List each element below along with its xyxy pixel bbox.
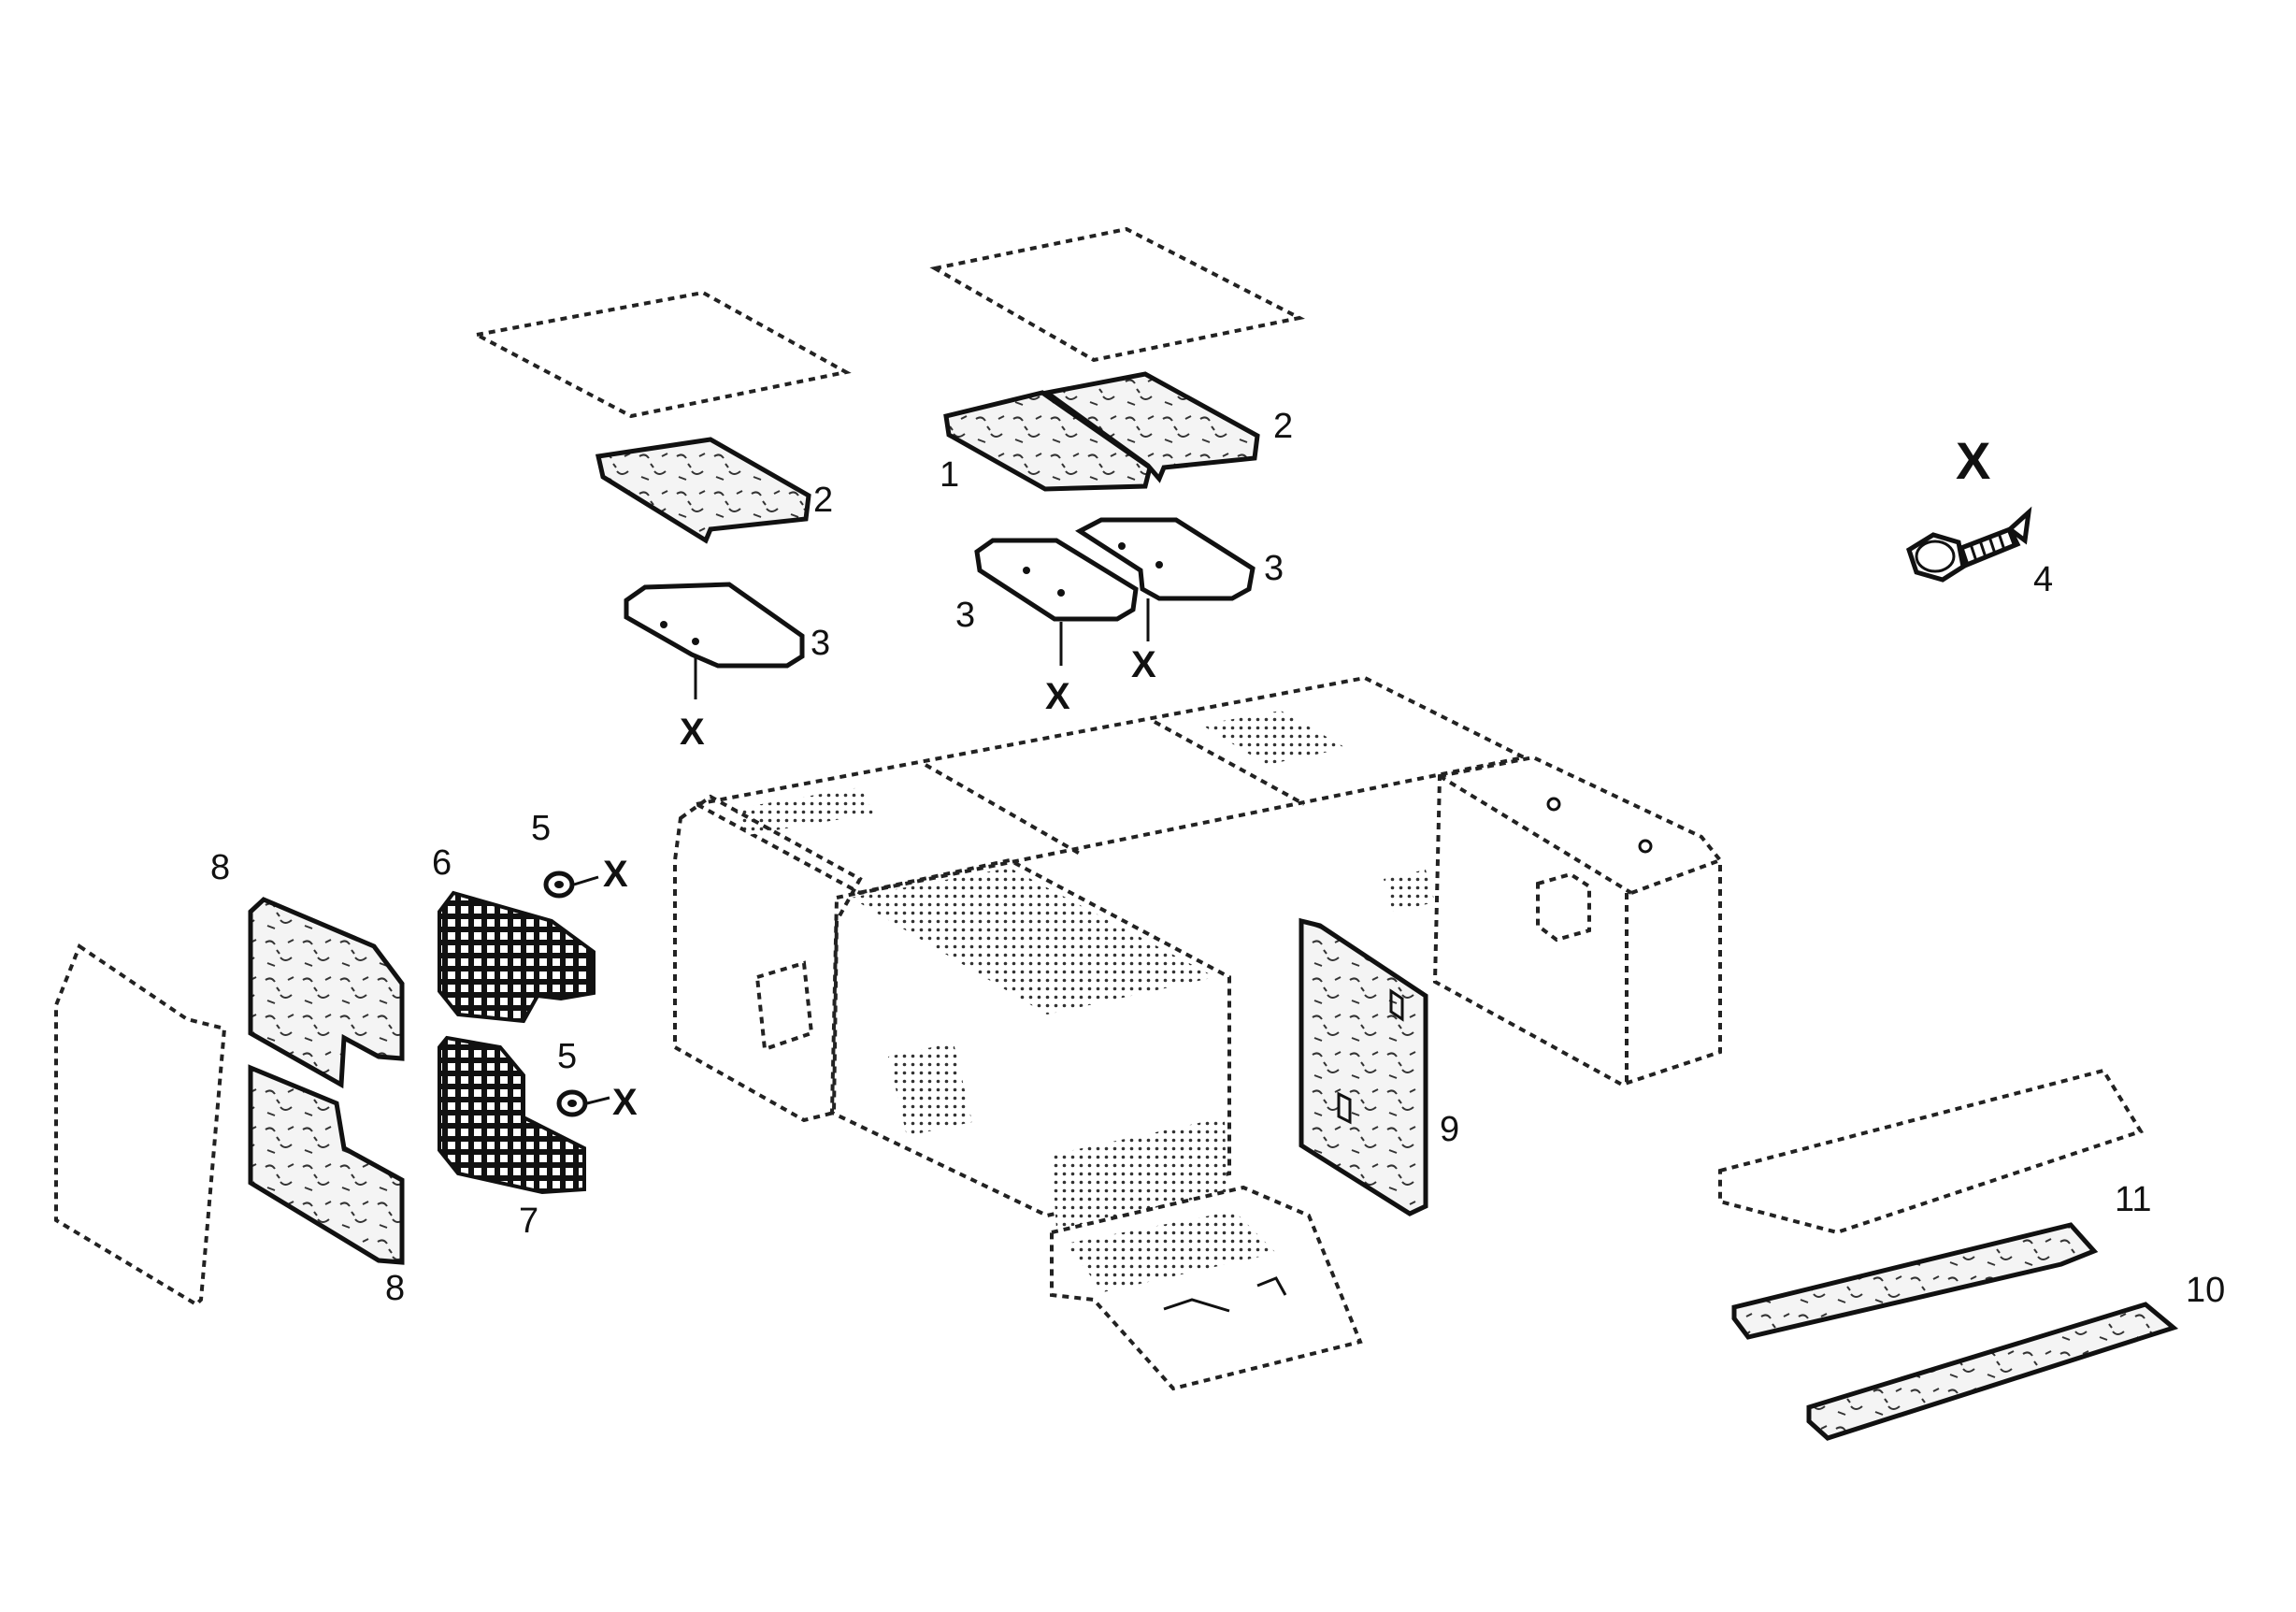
part-label-6: 6 — [432, 843, 452, 883]
panel-outline-lower-right — [1718, 1068, 2145, 1235]
part-label-1: 1 — [940, 455, 959, 495]
part-label-4: 4 — [2033, 560, 2053, 599]
plate-part-3-right-b — [1075, 517, 1256, 641]
part-label-5-lower: 5 — [557, 1037, 577, 1076]
part-label-10: 10 — [2186, 1271, 2225, 1310]
part-label-9: 9 — [1440, 1110, 1459, 1149]
fastener-marker-x: X — [680, 712, 705, 753]
sheet-outline-right — [929, 226, 1305, 363]
part-label-8-lower: 8 — [385, 1269, 405, 1308]
mesh-part-7 — [438, 1035, 586, 1195]
pad-part-8-upper — [248, 897, 405, 1089]
part-label-5-upper: 5 — [531, 809, 551, 848]
part-label-2-right: 2 — [1273, 407, 1293, 446]
part-label-3-left: 3 — [811, 624, 830, 663]
part-label-3-right-a: 3 — [955, 596, 975, 635]
housing-body — [673, 675, 1722, 1391]
strip-part-10 — [1806, 1302, 2179, 1441]
fastener-marker-x: X — [1045, 676, 1070, 717]
side-panel-outline — [54, 943, 227, 1307]
washer-icon — [556, 1089, 610, 1117]
fastener-marker-x: X — [1131, 644, 1156, 685]
pad-part-1 — [943, 390, 1153, 492]
part-label-2-left: 2 — [813, 481, 833, 520]
part-label-3-right-b: 3 — [1264, 549, 1284, 588]
part-label-7: 7 — [519, 1202, 538, 1241]
fastener-marker-x: X — [612, 1082, 638, 1123]
fastener-marker-x-heading: X — [1956, 431, 1990, 490]
bolt-icon — [1906, 506, 2032, 583]
pad-part-8-lower — [248, 1064, 405, 1265]
plate-part-3-left — [624, 582, 805, 699]
sheet-outline-left — [470, 290, 852, 419]
fastener-marker-x: X — [603, 854, 628, 895]
pad-part-2-left — [595, 437, 811, 544]
pad-part-2-right — [1040, 371, 1260, 483]
plate-part-3-right-a — [974, 538, 1139, 666]
washer-icon — [543, 871, 599, 899]
part-label-11: 11 — [2115, 1180, 2151, 1219]
pad-part-9 — [1299, 917, 1428, 1216]
mesh-part-6 — [438, 890, 596, 1024]
part-label-8-upper: 8 — [210, 848, 230, 887]
strip-part-11 — [1731, 1222, 2099, 1340]
